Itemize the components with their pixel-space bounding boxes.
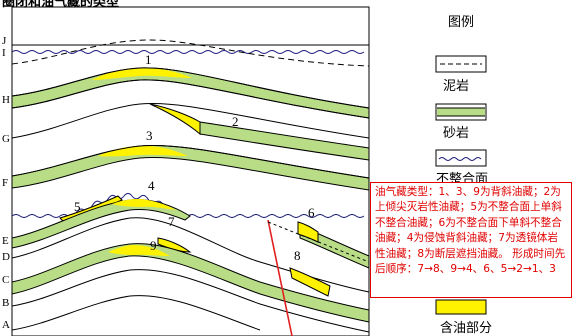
reservoir-number-2: 2 xyxy=(232,114,239,129)
layer-label-a: A xyxy=(2,319,10,331)
reservoir-number-5: 5 xyxy=(74,199,81,214)
unconformity-swatch xyxy=(435,149,487,167)
sand-layer-h xyxy=(11,67,370,119)
fault-line xyxy=(267,219,293,336)
layer-label-b: B xyxy=(2,297,9,309)
layer-label-g: G xyxy=(2,133,10,145)
layer-label-e: E xyxy=(2,235,9,247)
reservoir-number-8: 8 xyxy=(294,248,301,263)
layer-label-j: J xyxy=(2,35,7,47)
layer-label-f: F xyxy=(2,177,8,189)
oil-zone-3 xyxy=(98,145,188,157)
legend-sandstone: 砂岩 xyxy=(435,103,487,141)
reservoir-number-1: 1 xyxy=(145,52,152,67)
reservoir-number-6: 6 xyxy=(308,205,315,220)
legend-mudstone: 泥岩 xyxy=(435,55,487,94)
legend-oil: 含油部分 xyxy=(435,299,492,336)
legend-title: 图例 xyxy=(448,15,474,30)
unconformity-wave-icon xyxy=(438,157,482,161)
legend-label-sandstone: 砂岩 xyxy=(443,126,469,141)
reservoir-number-4: 4 xyxy=(148,178,155,193)
legend-label-oil: 含油部分 xyxy=(440,320,492,336)
reservoir-number-7: 7 xyxy=(168,214,175,229)
layer-label-d: D xyxy=(2,251,10,263)
annotation-box: 油气藏类型：1、3、9为背斜油藏；2为上倾尖灭岩性油藏；5为不整合面上单斜不整合… xyxy=(370,182,572,298)
oil-zone-7 xyxy=(157,237,192,253)
dashed-mudstone-line xyxy=(11,39,370,67)
oil-zone-2 xyxy=(149,103,201,136)
oil-zone-8 xyxy=(289,267,331,297)
upper-unconformity xyxy=(11,50,365,54)
reservoir-number-3: 3 xyxy=(146,128,153,143)
fault-dashed xyxy=(267,221,370,263)
oil-swatch xyxy=(435,299,487,315)
sand-layer-g xyxy=(199,121,370,161)
legend-label-mudstone: 泥岩 xyxy=(443,79,469,94)
layer-label-h: H xyxy=(2,94,10,106)
oil-zone-4 xyxy=(112,199,176,210)
layer-label-i: I xyxy=(2,47,6,59)
layer-label-c: C xyxy=(2,274,9,286)
diagram-title: 圈闭和油气藏的类型 xyxy=(2,0,119,10)
sand-layer-e xyxy=(11,199,191,249)
section-frame xyxy=(11,6,370,336)
sand-layer-c xyxy=(11,243,370,323)
oil-zone-9 xyxy=(108,245,170,256)
reservoir-number-9: 9 xyxy=(150,238,157,253)
